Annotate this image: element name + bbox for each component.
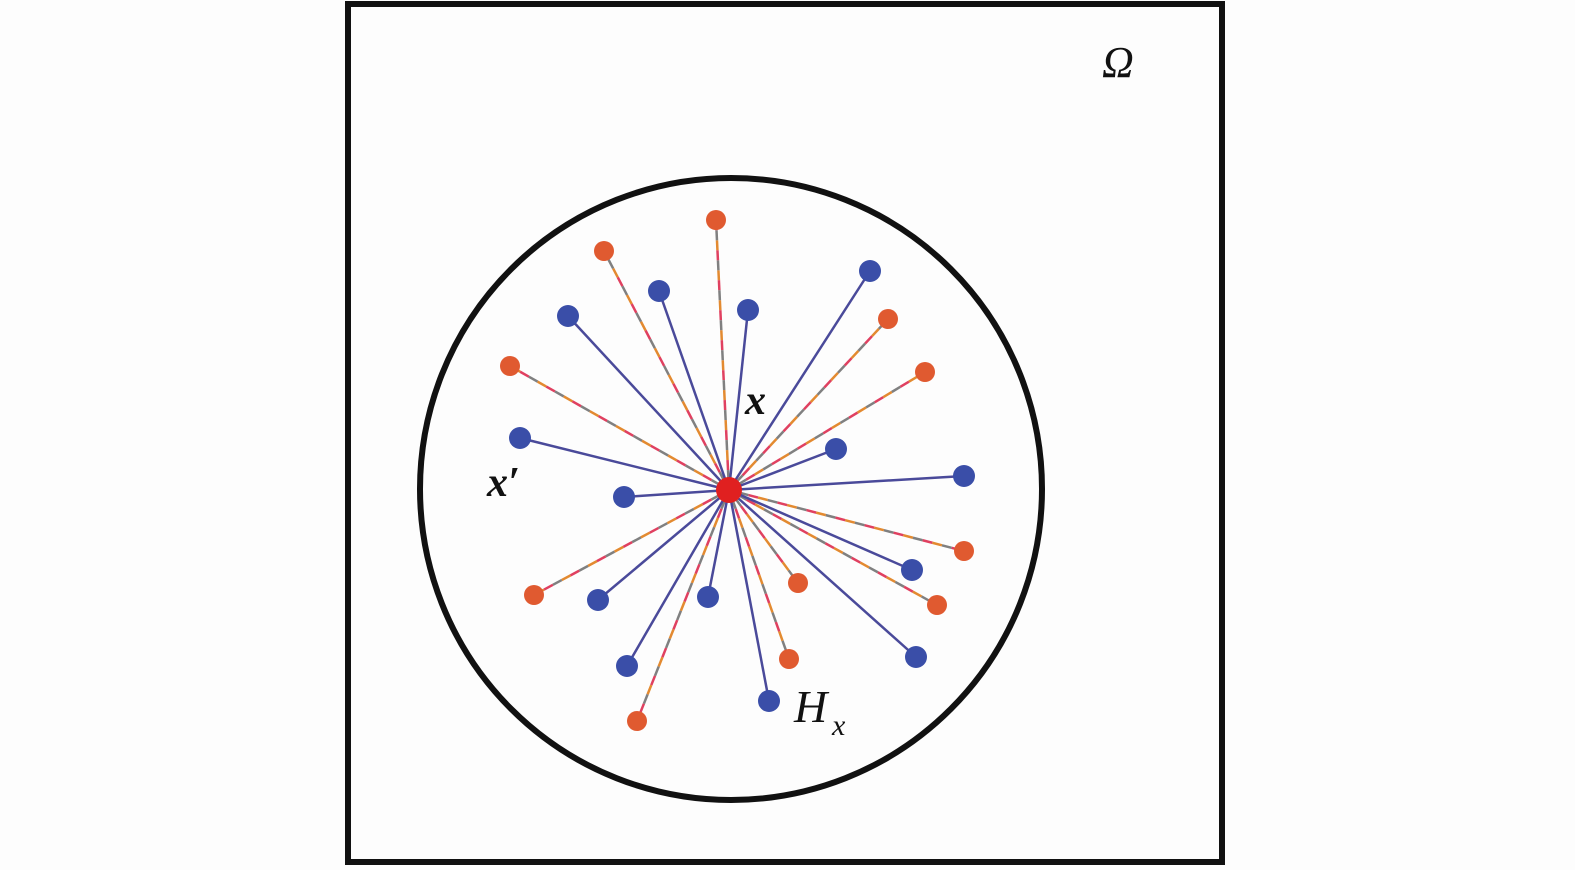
dashed-bond <box>509 364 730 492</box>
solid-bond <box>727 489 771 702</box>
solid-neighbor-node <box>953 465 975 487</box>
dashed-neighbor-node <box>878 309 898 329</box>
solid-bond <box>727 270 872 491</box>
solid-neighbor-node <box>905 646 927 668</box>
dashed-neighbor-node <box>627 711 647 731</box>
dashed-bond <box>509 364 730 492</box>
solid-neighbor-node <box>901 559 923 581</box>
dashed-bond <box>728 488 938 607</box>
dashed-bond <box>728 370 926 492</box>
dashed-neighbor-node <box>706 210 726 230</box>
horizon-label-main: H <box>793 681 830 732</box>
solid-neighbor-node <box>697 586 719 608</box>
dashed-bond <box>728 370 926 492</box>
dashed-bond <box>602 250 731 491</box>
neighbor-nodes <box>500 210 975 731</box>
dashed-neighbor-node <box>788 573 808 593</box>
solid-neighbor-node <box>509 427 531 449</box>
dashed-neighbor-node <box>594 241 614 261</box>
dashed-neighbor-node <box>779 649 799 669</box>
dashed-bond <box>714 219 731 491</box>
dashed-neighbor-node <box>927 595 947 615</box>
solid-bond <box>657 290 731 491</box>
neighbor-label: x′ <box>486 460 520 506</box>
solid-neighbor-node <box>758 690 780 712</box>
dashed-bond <box>728 488 965 553</box>
dashed-bond <box>635 489 731 722</box>
dashed-bond <box>728 488 938 607</box>
dashed-neighbor-node <box>500 356 520 376</box>
horizon-circle <box>417 175 1045 803</box>
solid-bond <box>728 447 837 492</box>
dashed-neighbor-node <box>915 362 935 382</box>
dashed-bond <box>728 370 926 492</box>
solid-bond <box>625 489 731 667</box>
domain-frame <box>345 1 1225 865</box>
dashed-neighbor-node <box>954 541 974 561</box>
dashed-bond <box>509 364 730 492</box>
dashed-bond <box>728 318 889 491</box>
solid-bond <box>519 436 730 492</box>
dashed-bond <box>728 318 889 491</box>
solid-bond <box>728 488 913 572</box>
solid-bond <box>567 315 730 491</box>
dashed-bond <box>727 489 800 584</box>
solid-bond <box>623 488 730 499</box>
center-label: x <box>744 378 766 424</box>
dashed-bond <box>533 488 730 597</box>
solid-neighbor-node <box>737 299 759 321</box>
solid-bond <box>728 489 917 658</box>
dashed-bond <box>533 488 730 597</box>
center-node <box>716 477 742 503</box>
solid-neighbor-node <box>825 438 847 460</box>
dashed-bond <box>727 489 800 584</box>
dashed-bond <box>728 488 965 553</box>
dashed-bond <box>635 489 731 722</box>
dashed-bond <box>728 488 938 607</box>
solid-neighbor-node <box>616 655 638 677</box>
dashed-bond <box>635 489 731 722</box>
solid-bond <box>706 489 731 598</box>
solid-neighbor-node <box>587 589 609 611</box>
dashed-neighbor-node <box>524 585 544 605</box>
solid-bond <box>727 309 750 491</box>
bond-lines <box>509 219 965 722</box>
domain-label: Ω <box>1102 38 1134 87</box>
solid-neighbor-node <box>613 486 635 508</box>
solid-neighbor-node <box>859 260 881 282</box>
solid-bond <box>728 474 965 492</box>
solid-bond <box>597 489 730 601</box>
dashed-bond <box>728 488 965 553</box>
dashed-bond <box>727 489 800 584</box>
dashed-bond <box>727 489 791 660</box>
dashed-bond <box>728 318 889 491</box>
horizon-label-sub: x <box>831 709 846 742</box>
solid-neighbor-node <box>557 305 579 327</box>
solid-neighbor-node <box>648 280 670 302</box>
